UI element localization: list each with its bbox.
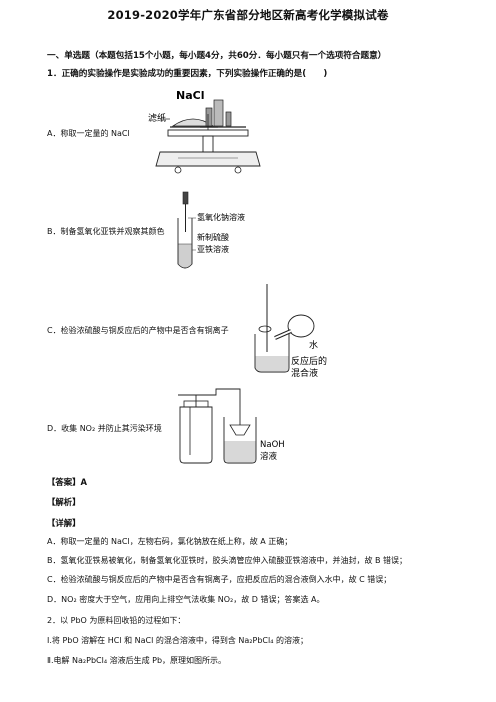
answer-label: 【答案】A — [47, 477, 87, 487]
explanation-d: D．NO₂ 密度大于空气，应用向上排空气法收集 NO₂，故 D 错误；答案选 A… — [47, 595, 325, 604]
figure-gas-collection: NaOH 溶液 — [178, 388, 285, 464]
figure-c-label-water: 水 — [309, 339, 318, 351]
question-1-stem: 1．正确的实验操作是实验成功的重要因素，下列实验操作正确的是( ) — [47, 69, 328, 79]
figure-c-label-mixture-1: 反应后的 — [291, 355, 327, 367]
figure-a-label-nacl: NaCl — [176, 89, 204, 102]
figure-b-label-ferrous: 亚铁溶液 — [197, 244, 229, 254]
option-d: D．收集 NO₂ 并防止其污染环境 — [47, 424, 162, 433]
explanation-c: C．检验浓硫酸与铜反应后的产物中是否含有铜离子，应把反应后的混合液倒入水中，故 … — [47, 575, 392, 584]
explanation-a: A．称取一定量的 NaCl，左物右码，氯化钠放在纸上称，故 A 正确； — [47, 537, 293, 546]
figure-d-label-solution: 溶液 — [260, 451, 278, 462]
figure-c-label-mixture-2: 混合液 — [291, 367, 318, 379]
figure-a-label-paper: 滤纸 — [148, 112, 166, 124]
figure-test-tube: 氢氧化钠溶液 新制硫酸 亚铁溶液 — [177, 191, 245, 269]
question-2-stem: 2．以 PbO 为原料回收铅的过程如下： — [47, 616, 186, 625]
option-b: B．制备氢氧化亚铁并观察其颜色 — [47, 227, 165, 236]
option-c: C．检验浓硫酸与铜反应后的产物中是否含有铜离子 — [47, 326, 229, 335]
figure-b-label-naoh: 氢氧化钠溶液 — [197, 212, 245, 222]
figure-d-label-naoh: NaOH — [260, 440, 285, 450]
option-a: A．称取一定量的 NaCl — [47, 129, 130, 138]
section-heading: 一、单选题（本题包括15个小题，每小题4分，共60分．每小题只有一个选项符合题意… — [47, 51, 387, 61]
detail-heading: 【详解】 — [47, 518, 81, 528]
question-2-step-2: Ⅱ.电解 Na₂PbCl₄ 溶液后生成 Pb，原理如图所示。 — [47, 656, 227, 665]
figure-b-label-acid: 新制硫酸 — [197, 232, 229, 242]
page-title: 2019-2020学年广东省部分地区新高考化学模拟试卷 — [107, 8, 389, 22]
explanation-b: B．氢氧化亚铁易被氧化，制备氢氧化亚铁时，胶头滴管应伸入硫酸亚铁溶液中，并油封，… — [47, 556, 408, 565]
question-2-step-1: Ⅰ.将 PbO 溶解在 HCl 和 NaCl 的混合溶液中，得到含 Na₂PbC… — [47, 636, 308, 645]
figure-beaker-flask: 水 反应后的 混合液 — [254, 284, 327, 379]
analysis-heading: 【解析】 — [47, 497, 81, 507]
figure-balance: NaCl 滤纸 — [148, 89, 261, 174]
